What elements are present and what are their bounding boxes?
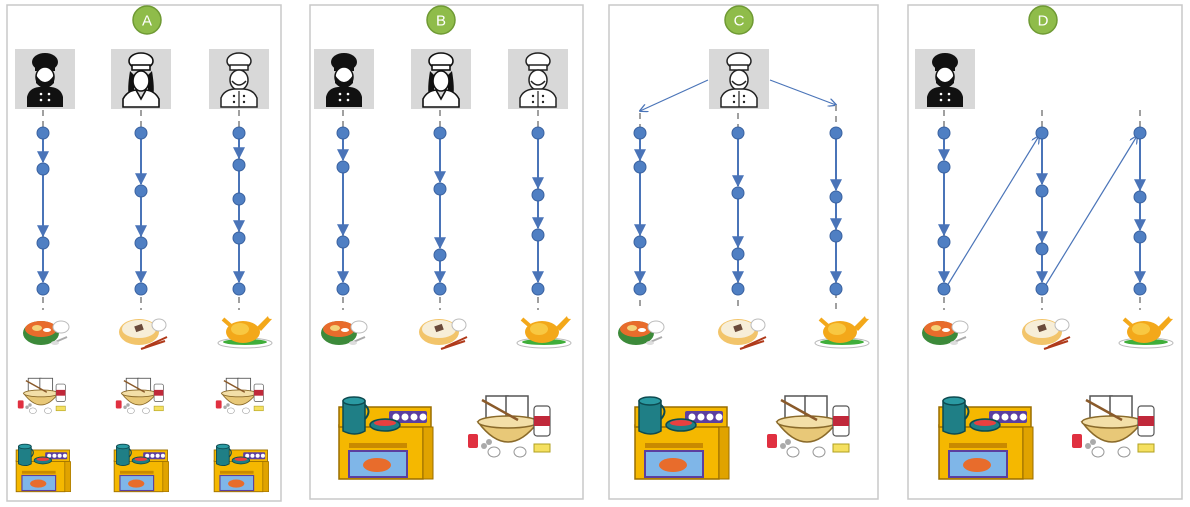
panel-label: A: [142, 13, 152, 30]
chef-outline-icon: [507, 48, 569, 110]
chef-female-icon: [110, 48, 172, 110]
panel-badge: B: [426, 5, 456, 35]
chef-outline-icon: [208, 48, 270, 110]
branch-arrows: [640, 79, 836, 111]
stove-icon: [634, 396, 730, 480]
flow-arrows: [634, 135, 842, 284]
stove-icon: [338, 396, 434, 480]
chef-male-icon: [14, 48, 76, 110]
panel-badge: A: [132, 5, 162, 35]
stove-icon: [938, 396, 1034, 480]
panel-label: D: [1038, 13, 1049, 30]
step-nodes: [633, 126, 843, 296]
chef-male-icon: [914, 48, 976, 110]
flow-arrows: [337, 135, 544, 284]
panel-b: B: [309, 4, 584, 500]
panel-a: A: [6, 4, 282, 502]
chef-outline-icon: [708, 48, 770, 110]
chef-male-icon: [313, 48, 375, 110]
step-nodes: [336, 126, 545, 296]
flow-arrows: [938, 135, 1146, 284]
panel-c: C: [608, 4, 879, 500]
panel-badge: C: [724, 5, 754, 35]
panel-label: B: [436, 13, 446, 30]
chef-female-icon: [410, 48, 472, 110]
step-nodes: [36, 126, 246, 296]
cross-arrows: [946, 136, 1137, 287]
stove-icon: [15, 443, 72, 493]
panel-label: C: [734, 13, 745, 30]
panel-d: D: [907, 4, 1183, 500]
stove-icon: [113, 443, 170, 493]
step-nodes: [937, 126, 1147, 296]
panel-badge: D: [1028, 5, 1058, 35]
stove-icon: [213, 443, 270, 493]
